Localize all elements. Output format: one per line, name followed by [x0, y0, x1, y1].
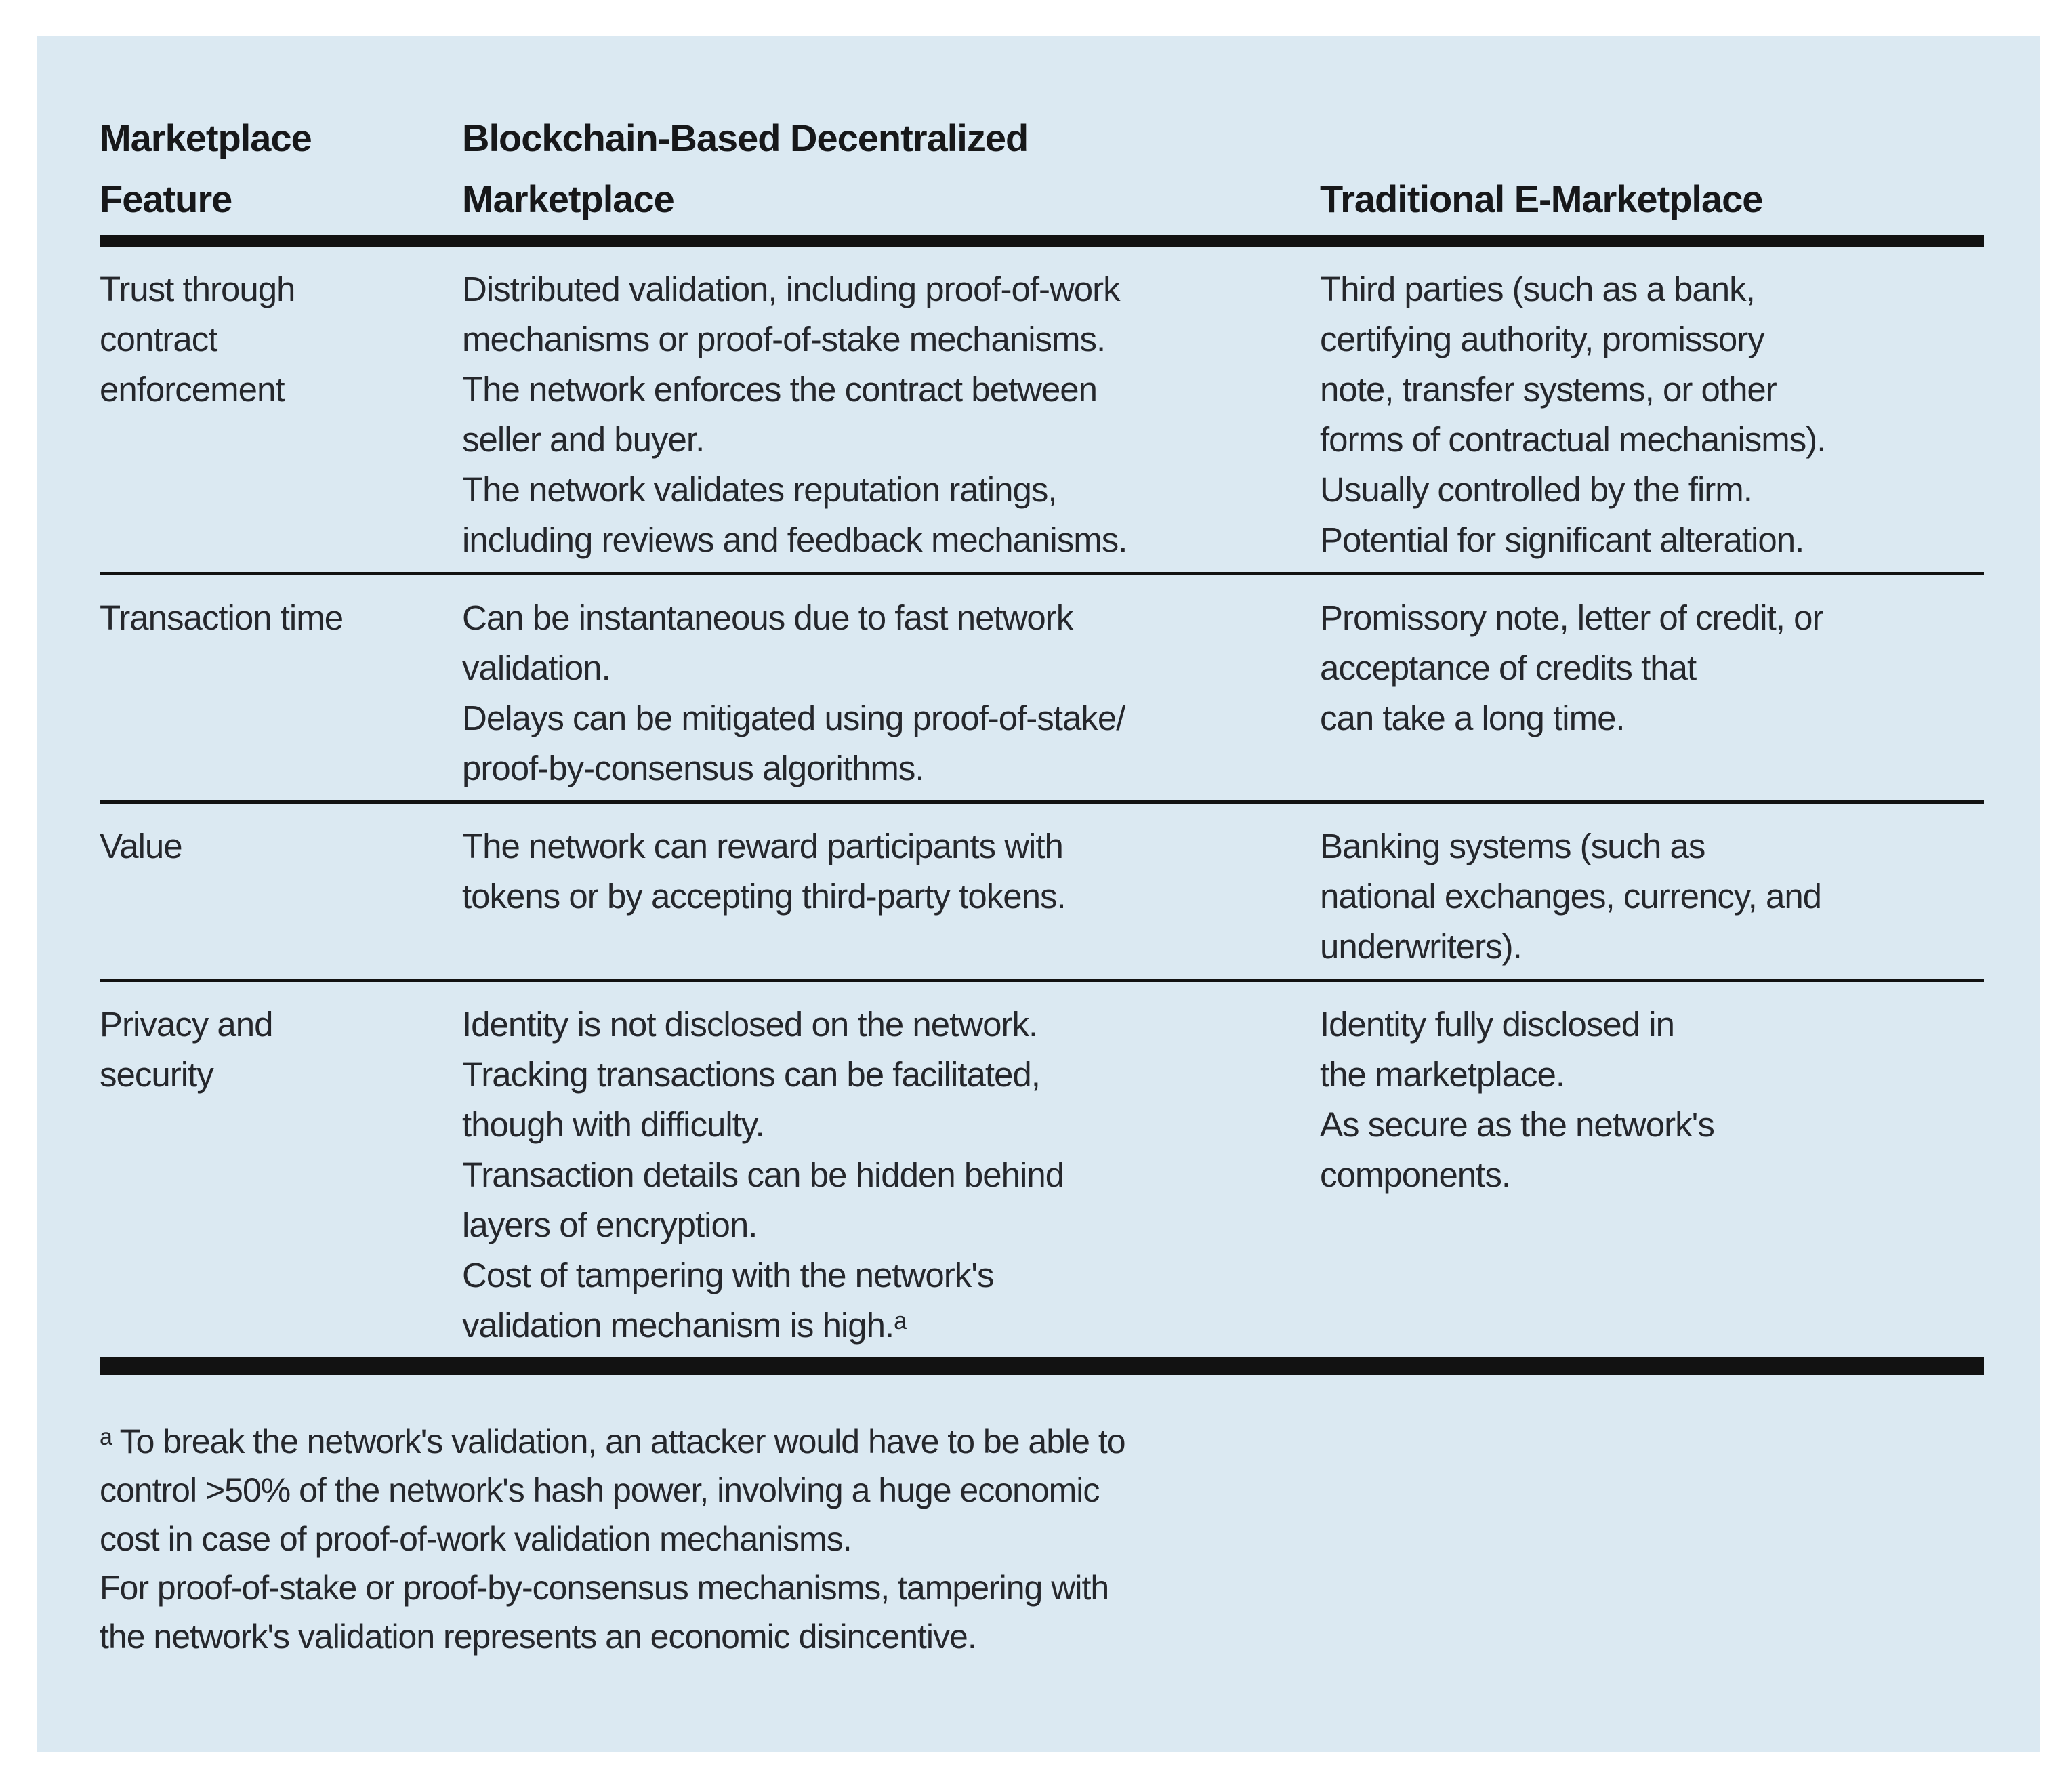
column-header-blockchain-marketplace: Blockchain-Based Decentralized Marketpla…: [462, 117, 1029, 220]
column-header-marketplace-feature: Marketplace Feature: [100, 117, 312, 220]
feature-label: Privacy and security: [100, 1005, 273, 1094]
table-row-transaction-time: Transaction time Can be instantaneous du…: [100, 572, 1984, 800]
table-row-value: Value The network can reward participant…: [100, 800, 1984, 979]
table-row-trust-through-contract-enforcement: Trust through contract enforcement Distr…: [100, 247, 1984, 572]
bottom-rule: [100, 1357, 1984, 1375]
feature-label: Transaction time: [100, 598, 344, 637]
feature-label: Trust through contract enforcement: [100, 270, 295, 409]
header-rule: [100, 235, 1984, 247]
traditional-cell: Third parties (such as a bank, certifyin…: [1320, 270, 1826, 559]
traditional-cell: Promissory note, letter of credit, or ac…: [1320, 598, 1823, 737]
table-content: Marketplace Feature Blockchain-Based Dec…: [100, 36, 1984, 1661]
blockchain-cell: Can be instantaneous due to fast network…: [462, 598, 1125, 787]
table-header-row: Marketplace Feature Blockchain-Based Dec…: [100, 36, 1984, 230]
column-header-traditional-emarketplace: Traditional E-Marketplace: [1320, 178, 1763, 220]
table-row-privacy-and-security: Privacy and security Identity is not dis…: [100, 979, 1984, 1357]
blockchain-cell: Distributed validation, including proof-…: [462, 270, 1127, 559]
table-footnote: ᵃ To break the network's validation, an …: [100, 1422, 1126, 1656]
feature-label: Value: [100, 827, 183, 865]
traditional-cell: Identity fully disclosed in the marketpl…: [1320, 1005, 1715, 1194]
traditional-cell: Banking systems (such as national exchan…: [1320, 827, 1822, 966]
blockchain-cell: The network can reward participants with…: [462, 827, 1066, 916]
comparison-table-panel: Marketplace Feature Blockchain-Based Dec…: [37, 36, 2040, 1752]
blockchain-cell: Identity is not disclosed on the network…: [462, 1005, 1064, 1345]
